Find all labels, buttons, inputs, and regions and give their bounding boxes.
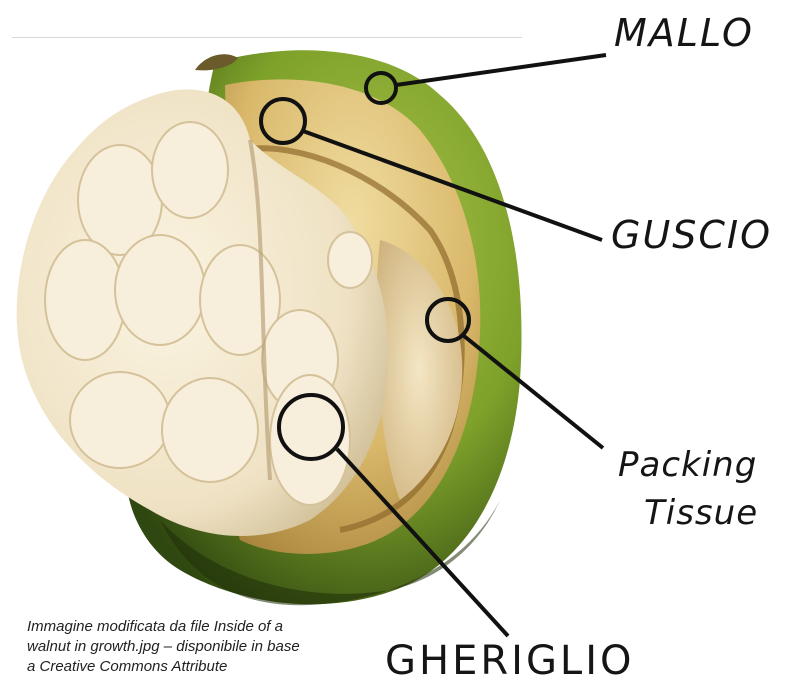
credit-line-1: Immagine modificata da file Inside of a — [27, 617, 300, 637]
label-packing-line1: Packing — [618, 448, 758, 482]
leader-mallo — [396, 55, 606, 85]
label-packing-tissue: Packing Tissue — [618, 448, 758, 530]
label-guscio: GUSCIO — [611, 216, 772, 254]
credit-line-3: a Creative Commons Attribute — [27, 657, 300, 677]
credit-line-2: walnut in growth.jpg – disponibile in ba… — [27, 637, 300, 657]
label-mallo: MALLO — [614, 14, 754, 52]
label-gheriglio: GHERIGLIO — [385, 641, 635, 681]
label-packing-line2: Tissue — [644, 496, 758, 530]
image-credit: Immagine modificata da file Inside of a … — [27, 617, 300, 677]
